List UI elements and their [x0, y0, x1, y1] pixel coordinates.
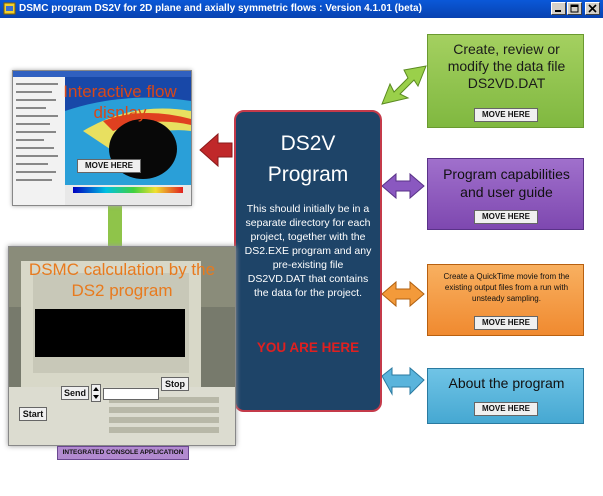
quicktime-card-text: Create a QuickTime movie from the existi… — [443, 272, 570, 303]
send-button[interactable]: Send — [61, 386, 89, 400]
window-title: DSMC program DS2V for 2D plane and axial… — [19, 3, 422, 14]
about-card[interactable]: About the program MOVE HERE — [427, 368, 584, 424]
capabilities-move-button[interactable]: MOVE HERE — [474, 210, 538, 224]
data-file-move-button[interactable]: MOVE HERE — [474, 108, 538, 122]
quicktime-move-button[interactable]: MOVE HERE — [474, 316, 538, 330]
flow-display-move-button[interactable]: MOVE HERE — [77, 159, 141, 173]
blue-double-arrow-icon — [381, 366, 425, 396]
center-title-2: Program — [267, 163, 349, 186]
about-card-text: About the program — [448, 375, 565, 391]
spinner-arrows-icon — [93, 387, 99, 399]
green-double-arrow-icon — [381, 65, 427, 105]
you-are-here-label: YOU ARE HERE — [256, 340, 360, 355]
green-connector — [108, 204, 122, 246]
orange-double-arrow-icon — [381, 280, 425, 308]
data-file-card[interactable]: Create, review or modify the data file D… — [427, 34, 584, 128]
capabilities-card[interactable]: Program capabilities and user guide MOVE… — [427, 158, 584, 230]
close-icon — [588, 4, 597, 13]
start-button[interactable]: Start — [19, 407, 47, 421]
console-output-area — [35, 309, 185, 357]
purple-double-arrow-icon — [381, 172, 425, 200]
data-file-card-text: Create, review or modify the data file D… — [447, 41, 566, 91]
red-arrow-icon — [199, 132, 233, 168]
maximize-icon — [570, 4, 579, 13]
center-body-text: This should initially be in a separate d… — [244, 203, 372, 299]
center-title-1: DS2V — [280, 132, 336, 155]
stop-button[interactable]: Stop — [161, 377, 189, 391]
maximize-button[interactable] — [567, 2, 582, 15]
flow-display-panel[interactable]: Interactive flow display MOVE HERE — [12, 70, 192, 206]
send-input[interactable] — [103, 388, 159, 400]
quicktime-card[interactable]: Create a QuickTime movie from the existi… — [427, 264, 584, 336]
dsmc-calculation-panel: DSMC calculation by the DS2 program Send… — [8, 246, 236, 446]
send-spinner[interactable] — [91, 384, 101, 402]
main-canvas: Create, review or modify the data file D… — [0, 18, 603, 496]
integrated-console-label: INTEGRATED CONSOLE APPLICATION — [57, 446, 189, 460]
flow-display-label: Interactive flow display — [63, 82, 177, 122]
about-move-button[interactable]: MOVE HERE — [474, 402, 538, 416]
app-icon — [3, 2, 16, 15]
minimize-icon — [555, 10, 561, 12]
minimize-button[interactable] — [551, 2, 566, 15]
title-bar: DSMC program DS2V for 2D plane and axial… — [0, 0, 603, 18]
capabilities-card-text: Program capabilities and user guide — [443, 166, 570, 200]
close-button[interactable] — [585, 2, 600, 15]
ds2v-program-panel: DS2V Program This should initially be in… — [234, 110, 382, 412]
dsmc-calculation-label: DSMC calculation by the DS2 program — [28, 260, 216, 300]
